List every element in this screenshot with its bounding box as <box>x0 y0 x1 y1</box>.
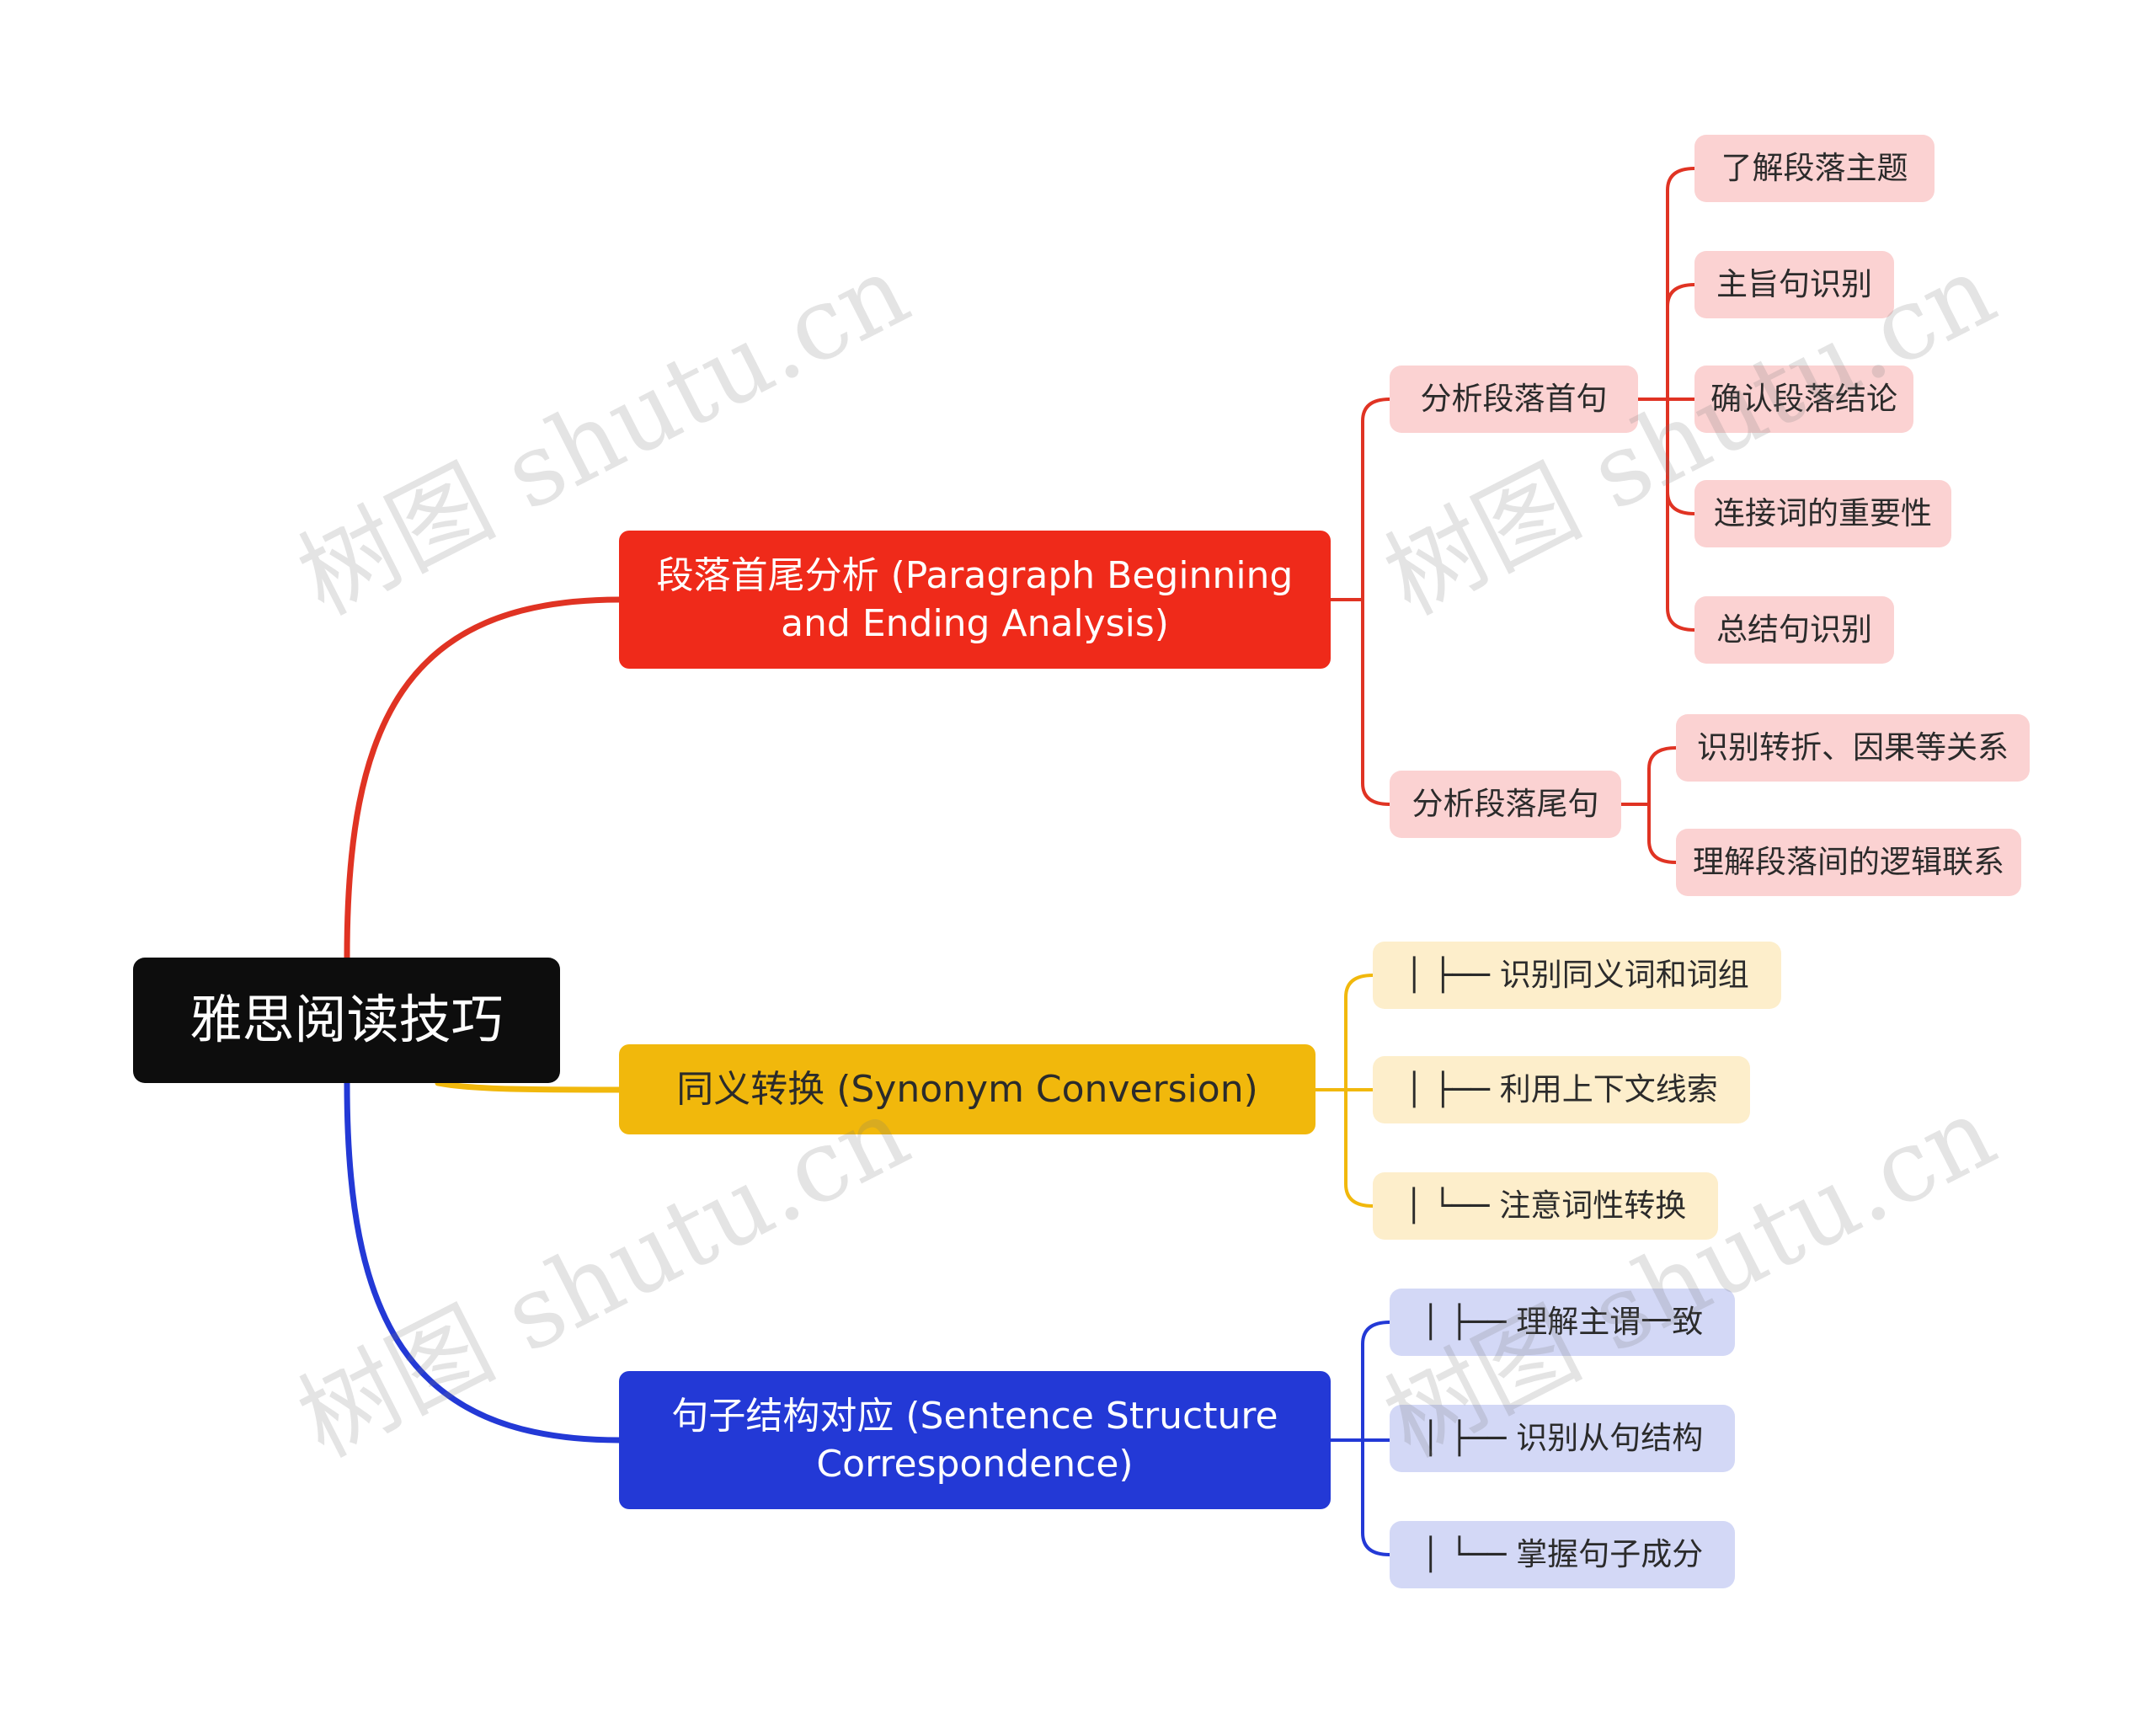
link-yel-1 <box>1344 974 1374 1091</box>
link-first-4 <box>1666 398 1696 515</box>
link-root-red <box>344 596 622 961</box>
node-first-sentence[interactable]: 分析段落首句 <box>1390 366 1638 433</box>
root-node[interactable]: 雅思阅读技巧 <box>133 958 560 1083</box>
leaf-main-idea[interactable]: 主旨句识别 <box>1694 251 1894 318</box>
link-yel-3 <box>1344 1088 1374 1208</box>
link-blue-1 <box>1361 1321 1391 1442</box>
link-red-first <box>1361 398 1391 601</box>
leaf-conclusion[interactable]: 确认段落结论 <box>1694 366 1913 433</box>
node-last-sentence[interactable]: 分析段落尾句 <box>1390 771 1621 838</box>
leaf-summary[interactable]: 总结句识别 <box>1694 596 1894 664</box>
leaf-synonyms[interactable]: │ ├── 识别同义词和词组 <box>1373 942 1781 1009</box>
leaf-context-clues[interactable]: │ ├── 利用上下文线索 <box>1373 1056 1750 1123</box>
leaf-sentence-parts[interactable]: │ └── 掌握句子成分 <box>1390 1521 1735 1588</box>
leaf-connectives[interactable]: 连接词的重要性 <box>1694 480 1951 547</box>
leaf-clauses[interactable]: │ ├── 识别从句结构 <box>1390 1405 1735 1472</box>
leaf-part-of-speech[interactable]: │ └── 注意词性转换 <box>1373 1172 1718 1240</box>
link-root-yellow <box>435 1080 622 1093</box>
link-root-blue <box>344 1080 622 1444</box>
link-blue-3 <box>1361 1438 1391 1556</box>
link-first-5 <box>1666 398 1696 632</box>
branch-paragraph-analysis[interactable]: 段落首尾分析 (Paragraph Beginning and Ending A… <box>619 531 1331 669</box>
leaf-subject-verb[interactable]: │ ├── 理解主谓一致 <box>1390 1289 1735 1356</box>
leaf-relations[interactable]: 识别转折、因果等关系 <box>1676 714 2030 782</box>
branch-sentence-structure[interactable]: 句子结构对应 (Sentence Structure Correspondenc… <box>619 1371 1331 1509</box>
link-red-last <box>1361 598 1391 806</box>
link-first-1 <box>1666 167 1696 401</box>
branch-synonym-conversion[interactable]: 同义转换 (Synonym Conversion) <box>619 1044 1315 1134</box>
leaf-topic[interactable]: 了解段落主题 <box>1694 135 1935 202</box>
link-last-2 <box>1647 803 1678 864</box>
link-last-1 <box>1647 746 1678 806</box>
leaf-logic-links[interactable]: 理解段落间的逻辑联系 <box>1676 829 2021 896</box>
link-first-2 <box>1666 283 1696 401</box>
